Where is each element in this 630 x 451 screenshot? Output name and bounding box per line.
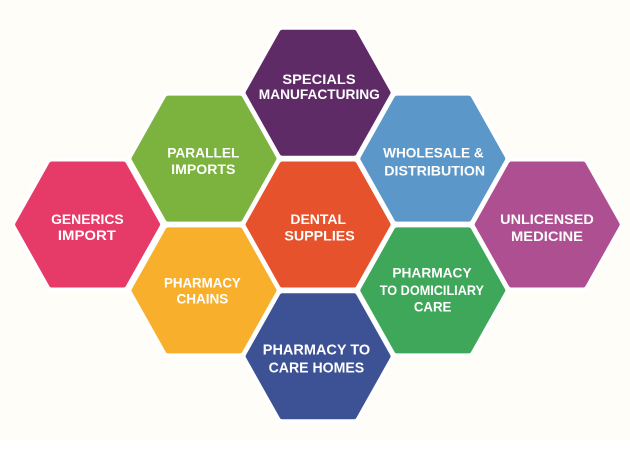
- svg-text:PHARMACY: PHARMACY: [164, 275, 241, 291]
- svg-text:PARALLEL: PARALLEL: [167, 145, 240, 161]
- svg-text:MANUFACTURING: MANUFACTURING: [259, 86, 380, 102]
- svg-text:PHARMACY TO: PHARMACY TO: [263, 342, 371, 359]
- svg-text:CARE: CARE: [414, 299, 452, 315]
- svg-text:DENTAL: DENTAL: [290, 211, 346, 227]
- svg-text:DISTRIBUTION: DISTRIBUTION: [384, 162, 485, 178]
- svg-text:SUPPLIES: SUPPLIES: [284, 227, 354, 243]
- svg-text:SPECIALS: SPECIALS: [282, 71, 355, 87]
- svg-text:IMPORT: IMPORT: [58, 227, 116, 243]
- svg-text:TO DOMICILIARY: TO DOMICILIARY: [380, 282, 485, 298]
- svg-text:UNLICENSED: UNLICENSED: [500, 211, 594, 227]
- svg-text:WHOLESALE &: WHOLESALE &: [383, 145, 484, 161]
- svg-text:PHARMACY: PHARMACY: [392, 264, 472, 280]
- svg-text:GENERICS: GENERICS: [51, 211, 124, 227]
- svg-text:IMPORTS: IMPORTS: [171, 161, 235, 177]
- svg-text:CARE HOMES: CARE HOMES: [269, 360, 365, 377]
- svg-text:CHAINS: CHAINS: [177, 291, 229, 307]
- svg-text:MEDICINE: MEDICINE: [511, 228, 583, 244]
